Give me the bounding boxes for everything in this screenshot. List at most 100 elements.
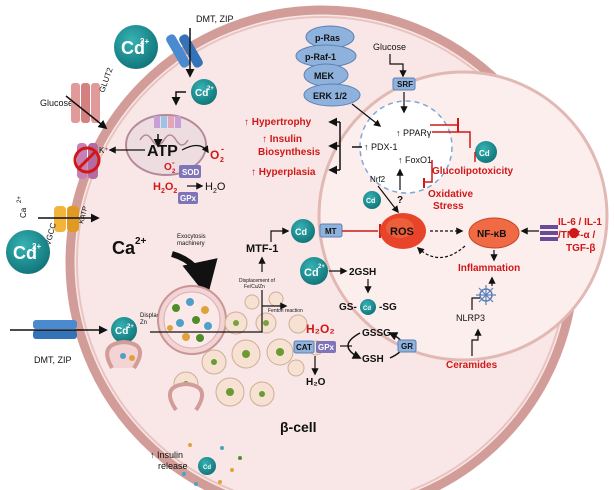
cat-label: CAT [296,343,312,352]
cytokine-receptor [540,225,579,241]
svg-text:Cd: Cd [115,326,128,337]
oxidative-stress-line2: Stress [433,201,464,212]
gr-enzyme [397,339,417,353]
svg-text:Cd: Cd [203,465,211,471]
svg-text:Cd: Cd [13,243,37,263]
mtf1-label: MTF-1 [246,243,278,255]
question-mark: ? [397,195,403,206]
mek-label: MEK [314,71,335,81]
svg-text:Cd: Cd [195,88,208,99]
h2o2-cytosol: H₂O₂ [306,322,335,336]
cytokines-line1: IL-6 / IL-1 [558,217,602,228]
srf-box [392,77,416,91]
cat-enzyme [293,340,315,354]
gpx-cytosol-label: GPx [318,343,335,352]
svg-text:H2O2: H2O2 [153,181,177,195]
dmt-zip-label-left: DMT, ZIP [34,355,72,365]
svg-text:Cd: Cd [304,267,319,279]
cd-intracellular-top: Cd 2+ [191,79,217,105]
svg-text:2: 2 [220,157,224,164]
svg-text:2+: 2+ [207,86,214,92]
svg-text:2: 2 [172,169,176,175]
electron-transport-chain [154,116,181,128]
cd-nuclear-small: Cd [363,191,381,209]
gr-label: GR [401,342,413,351]
cd-extracellular-top: Cd 2+ [114,25,158,69]
gssg-label: GSSG [362,328,391,339]
svg-text:Cd: Cd [479,149,490,158]
cytokines-line3: TGF-β [566,243,595,254]
nrf2-label: Nrf2 [370,175,386,184]
pparg-label: ↑ PPARγ [396,128,432,138]
ca-intracellular-label: Ca 2+ [112,236,147,258]
gpx-cytosol-enzyme [316,341,336,353]
dmt-zip-label-top: DMT, ZIP [196,14,234,24]
inflammation-label: Inflammation [458,263,520,274]
svg-text:Ca: Ca [19,207,28,218]
svg-text:-: - [221,144,224,154]
pdx1-label: ↑ PDX-1 [364,142,398,152]
mitochondrion [125,114,207,176]
ca-extracellular-label: Ca 2+ [17,196,28,218]
insulin-biosynthesis-line1: ↑ Insulin [262,134,302,145]
srf-label: SRF [397,80,413,89]
nlrp3-inflammasome [476,285,496,305]
hypertrophy-label: ↑ Hypertrophy [244,117,312,128]
svg-text:Cd: Cd [121,38,145,58]
cd-gsh-binding: Cd 2+ [300,257,328,285]
p-raf-label: p-Raf-1 [305,52,336,62]
glucolipotoxicity-label: Glucolipotoxicity [432,166,514,177]
svg-text:2+: 2+ [318,264,325,270]
dmt-zip-channel-left [33,320,77,339]
mt-label: MT [325,227,337,236]
svg-text:O: O [210,148,219,162]
svg-text:2+: 2+ [135,236,147,247]
dmt-zip-channel-top [166,34,203,68]
vgcc-channel [54,206,79,232]
katp-label: KATP [78,205,89,224]
h2o-mito: H2O [205,181,226,195]
fenton-label: Fenton reaction [268,308,303,314]
sg-label: -SG [379,302,397,313]
insulin-granule-large [157,285,227,355]
beta-cell-label: β-cell [280,419,317,435]
svg-text:O: O [164,162,172,173]
glucose-label-nuclear: Glucose [373,42,406,52]
svg-text:Cd: Cd [366,198,375,205]
gpx-mito-enzyme [178,192,198,204]
glut2-label: GLUT2 [97,66,114,94]
ros-label: ROS [390,226,414,238]
nfkb-complex [468,217,520,249]
foxo1-label: ↑ FoxO1 [398,155,432,165]
svg-text:2+: 2+ [17,196,23,203]
svg-text:2+: 2+ [127,324,134,330]
insulin-release-line2: release [158,461,188,471]
p-ras-label: p-Ras [315,33,340,43]
cytokines-line2: /TNF-α / [558,230,595,241]
gs-label: GS- [339,302,357,313]
svg-text:Cd: Cd [295,227,307,237]
h2o2-mito: H2O2 [153,181,177,195]
nlrp3-label: NLRP3 [456,313,485,323]
insulin-biosynthesis-line2: Biosynthesis [258,147,321,158]
insulin-release-particles: Cd [182,443,242,486]
svg-text:2+: 2+ [32,242,41,251]
svg-text:2+: 2+ [140,37,149,46]
glucose-label: Glucose [40,98,73,108]
cd-gsh-conjugate: Cd [360,299,376,315]
gsh-label: GSH [362,354,384,365]
ceramides-label: Ceramides [446,360,498,371]
hyperplasia-label: ↑ Hyperplasia [251,167,316,178]
superoxide-outer: O 2 - [210,144,224,164]
insulin-release-line1: ↑ Insulin [150,450,183,460]
cd-nuclear-right: Cd [475,141,497,163]
exocytosis-pocket [105,339,205,412]
sod-enzyme [179,165,201,178]
svg-text:Ca: Ca [112,238,136,258]
cd-mt-complex: Cd [291,219,315,243]
h2o-cytosol: H₂O [306,377,326,388]
katp-channel [73,143,101,179]
sod-label: SOD [182,168,200,177]
